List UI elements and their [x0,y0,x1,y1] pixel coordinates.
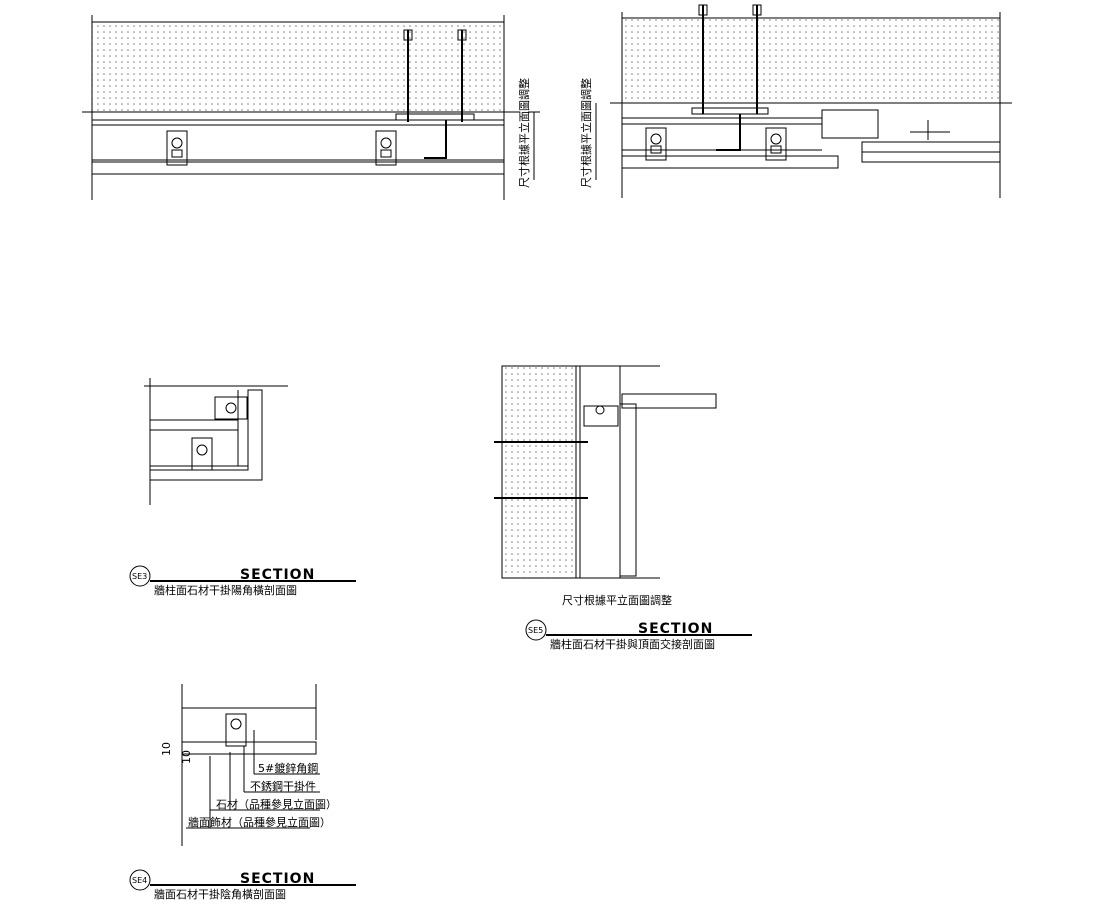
callout-angle-steel: 5#鍍鋅角鋼 [258,761,318,775]
section-tag: SE4 [132,876,147,885]
dimension-note: 尺寸根據平立面圖調整 [517,78,531,188]
dimension-note: 尺寸根據平立面圖調整 [562,593,672,607]
detail-top-left: 尺寸根據平立面圖調整 [82,15,540,200]
section-title-se5: SE5 SECTION 牆柱面石材干掛與頂面交接剖面圖 [525,619,752,651]
section-caption: 牆柱面石材干掛陽角橫剖面圖 [154,583,297,597]
callout-stone: 石材（品種參見立面圖） [216,797,337,811]
bracket-icon [765,127,787,161]
bracket-icon [645,127,667,161]
callout-pendant: 不銹鋼干掛件 [250,779,316,793]
section-title-se3: SE3 SECTION 牆柱面石材干掛陽角橫剖面圖 [129,565,356,597]
bracket-icon [375,130,397,166]
section-tag: SE5 [528,626,543,635]
section-caption: 牆面石材干掛陰角橫剖面圖 [154,887,286,901]
bracket-icon [166,130,188,166]
section-word: SECTION [638,621,713,637]
detail-se3 [144,378,288,505]
detail-se4: 5#鍍鋅角鋼 不銹鋼干掛件 石材（品種參見立面圖） 牆面飾材（品種參見立面圖） … [160,684,337,846]
section-word: SECTION [240,871,315,887]
dimension-note: 尺寸根據平立面圖調整 [579,78,593,188]
detail-top-right: 尺寸根據平立面圖調整 [579,4,1012,198]
section-title-se4: SE4 SECTION 牆面石材干掛陰角橫剖面圖 [129,869,356,901]
section-word: SECTION [240,567,315,583]
dimension-10: 10 [180,750,193,764]
section-caption: 牆柱面石材干掛與頂面交接剖面圖 [550,637,715,651]
bracket-icon [191,437,213,471]
dimension-10: 10 [160,742,173,756]
section-tag: SE3 [132,572,147,581]
callout-wall: 牆面飾材（品種參見立面圖） [188,815,331,829]
bracket-icon [214,396,248,420]
detail-se5: 尺寸根據平立面圖調整 [494,365,717,607]
bracket-icon [583,405,619,427]
bracket-icon [225,713,247,747]
